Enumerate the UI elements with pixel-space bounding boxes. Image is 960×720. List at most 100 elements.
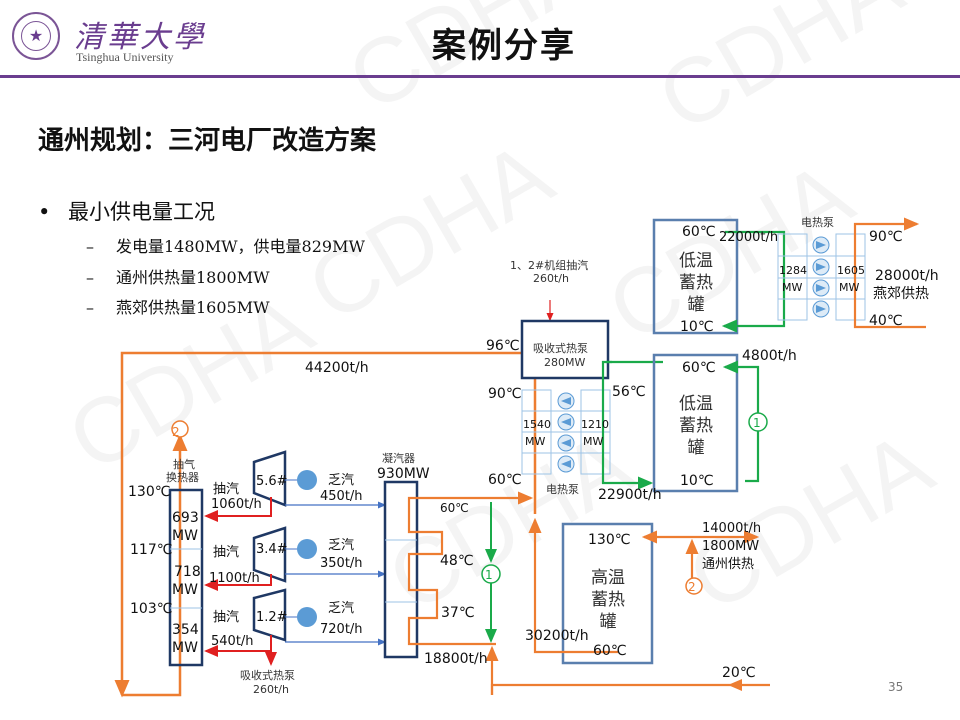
yanjiao-label: 燕郊供热 [873,286,929,302]
university-seal-logo: ★ [12,12,60,60]
marker-2-right [685,577,703,595]
absorption-branch-label: 吸收式热泵 [240,669,295,682]
extraction-label: 抽汽 [213,545,240,560]
ehp2-right-power: 1605 [837,264,865,277]
extraction-label: 抽汽 [213,482,240,497]
temp-label: 90℃ [488,386,522,402]
turbine-name: 1.2# [256,610,288,625]
marker-1-label: 1 [753,416,761,430]
hx-unit: MW [172,640,198,656]
condenser [383,480,419,659]
return-flow: 18800t/h [424,651,488,667]
heat-pump-unit-icons-2 [812,236,830,318]
ehp1-right-power: 1210 [581,418,609,431]
temp-label: 96℃ [486,338,520,354]
steam-in-label: 1、2#机组抽汽 [510,259,589,272]
ehp1-right-unit: MW [583,435,604,448]
hx-power: 718 [174,564,201,580]
ehp2-right-unit: MW [839,281,860,294]
steam-in-flow: 260t/h [533,272,569,285]
ehp1-out-flow: 22900t/h [598,487,662,503]
ehp1-left-unit: MW [525,435,546,448]
page-number: 35 [888,680,904,694]
loop-flow: 44200t/h [305,360,369,376]
exhaust-label: 乏汽 [328,601,355,616]
high-temp-tank [561,522,654,665]
extraction-flow: 1100t/h [209,571,260,586]
exhaust-label: 乏汽 [328,473,355,488]
tank-temp-top: 60℃ [682,360,716,376]
marker-2-label: 2 [172,425,180,439]
return-pipe-20c [490,683,770,695]
hx-return-pipe [122,433,188,697]
turbine-name: 5.6# [256,474,288,489]
sub-bullet-text: 燕郊供热量1605MW [116,298,270,317]
logo-chinese-name: 清華大學 [74,20,206,55]
dash-icon: – [86,237,94,256]
high-tank-name: 高温蓄热罐 [584,567,632,633]
temp-label: 60℃ [440,501,469,515]
marker-2-left [171,420,189,438]
extraction-label: 抽汽 [213,610,240,625]
ehp1-left-power: 1540 [523,418,551,431]
absorption-heat-pump [520,319,610,380]
hx-power: 354 [172,622,199,638]
sub-bullet-text: 发电量1480MW，供电量829MW [116,237,365,256]
yanjiao-return-temp: 40℃ [869,313,903,329]
temp-label: 37℃ [441,605,475,621]
exhaust-flow: 720t/h [320,622,363,637]
low-tank-2-flow: 22000t/h [719,230,779,245]
tongzhou-power: 1800MW [702,539,760,554]
tongzhou-label: 通州供热 [702,557,755,572]
hx-power: 693 [172,510,199,526]
sub-bullet: – 通州供热量1800MW [86,264,270,288]
heat-pump-unit-icons [557,392,575,473]
exhaust-flow: 450t/h [320,489,363,504]
temp-label: 60℃ [488,472,522,488]
bullet-label: 最小供电量工况 [68,200,215,224]
ehp2-label: 电热泵 [801,216,834,229]
hx-label-1: 抽气 [173,458,195,471]
tank-name: 高温蓄热罐 [591,568,625,632]
high-tank-out-flow: 30200t/h [525,628,589,644]
hx-unit: MW [172,528,198,544]
ehp2-left-unit: MW [782,281,803,294]
tank-temp-top: 130℃ [588,532,631,548]
yanjiao-supply-temp: 90℃ [869,229,903,245]
turbine-5-6 [204,450,387,522]
tank-temp-top: 60℃ [682,224,716,240]
ehp1-label: 电热泵 [546,483,579,496]
section-heading: 通州规划：三河电厂改造方案 [38,126,377,156]
tank-temp-bottom: 10℃ [680,319,714,335]
tank-temp-bottom: 60℃ [593,643,627,659]
dash-icon: – [86,298,94,317]
sub-bullet: – 燕郊供热量1605MW [86,294,270,318]
sub-bullet: – 发电量1480MW，供电量829MW [86,233,365,257]
dash-icon: – [86,268,94,287]
tank-name: 低温蓄热罐 [679,394,713,458]
hot-water-loop-pipe [114,351,537,698]
tank-temp-bottom: 10℃ [680,473,714,489]
exhaust-flow: 350t/h [320,556,363,571]
hx-unit: MW [172,582,198,598]
extraction-flow: 1060t/h [211,497,262,512]
hx-label-2: 换热器 [166,471,199,484]
header-divider [0,75,960,78]
absorption-branch-flow: 260t/h [253,683,289,696]
turbine-name: 3.4# [256,542,288,557]
sub-bullet-text: 通州供热量1800MW [116,268,270,287]
temp-label: 48℃ [440,553,474,569]
yanjiao-flow: 28000t/h [875,268,939,284]
turbine-1-2 [204,588,387,666]
temp-label: 117℃ [130,542,173,558]
tongzhou-flow: 14000t/h [702,521,762,536]
temp-label: 130℃ [128,484,171,500]
bullet-item: • 最小供电量工况 [38,196,215,226]
condenser-power: 930MW [377,466,430,482]
tank-name: 低温蓄热罐 [679,251,713,315]
star-icon: ★ [28,26,44,45]
slide-title: 案例分享 [432,26,576,66]
marker-1-label: 1 [485,568,493,582]
bullet-dot-icon: • [38,200,51,224]
